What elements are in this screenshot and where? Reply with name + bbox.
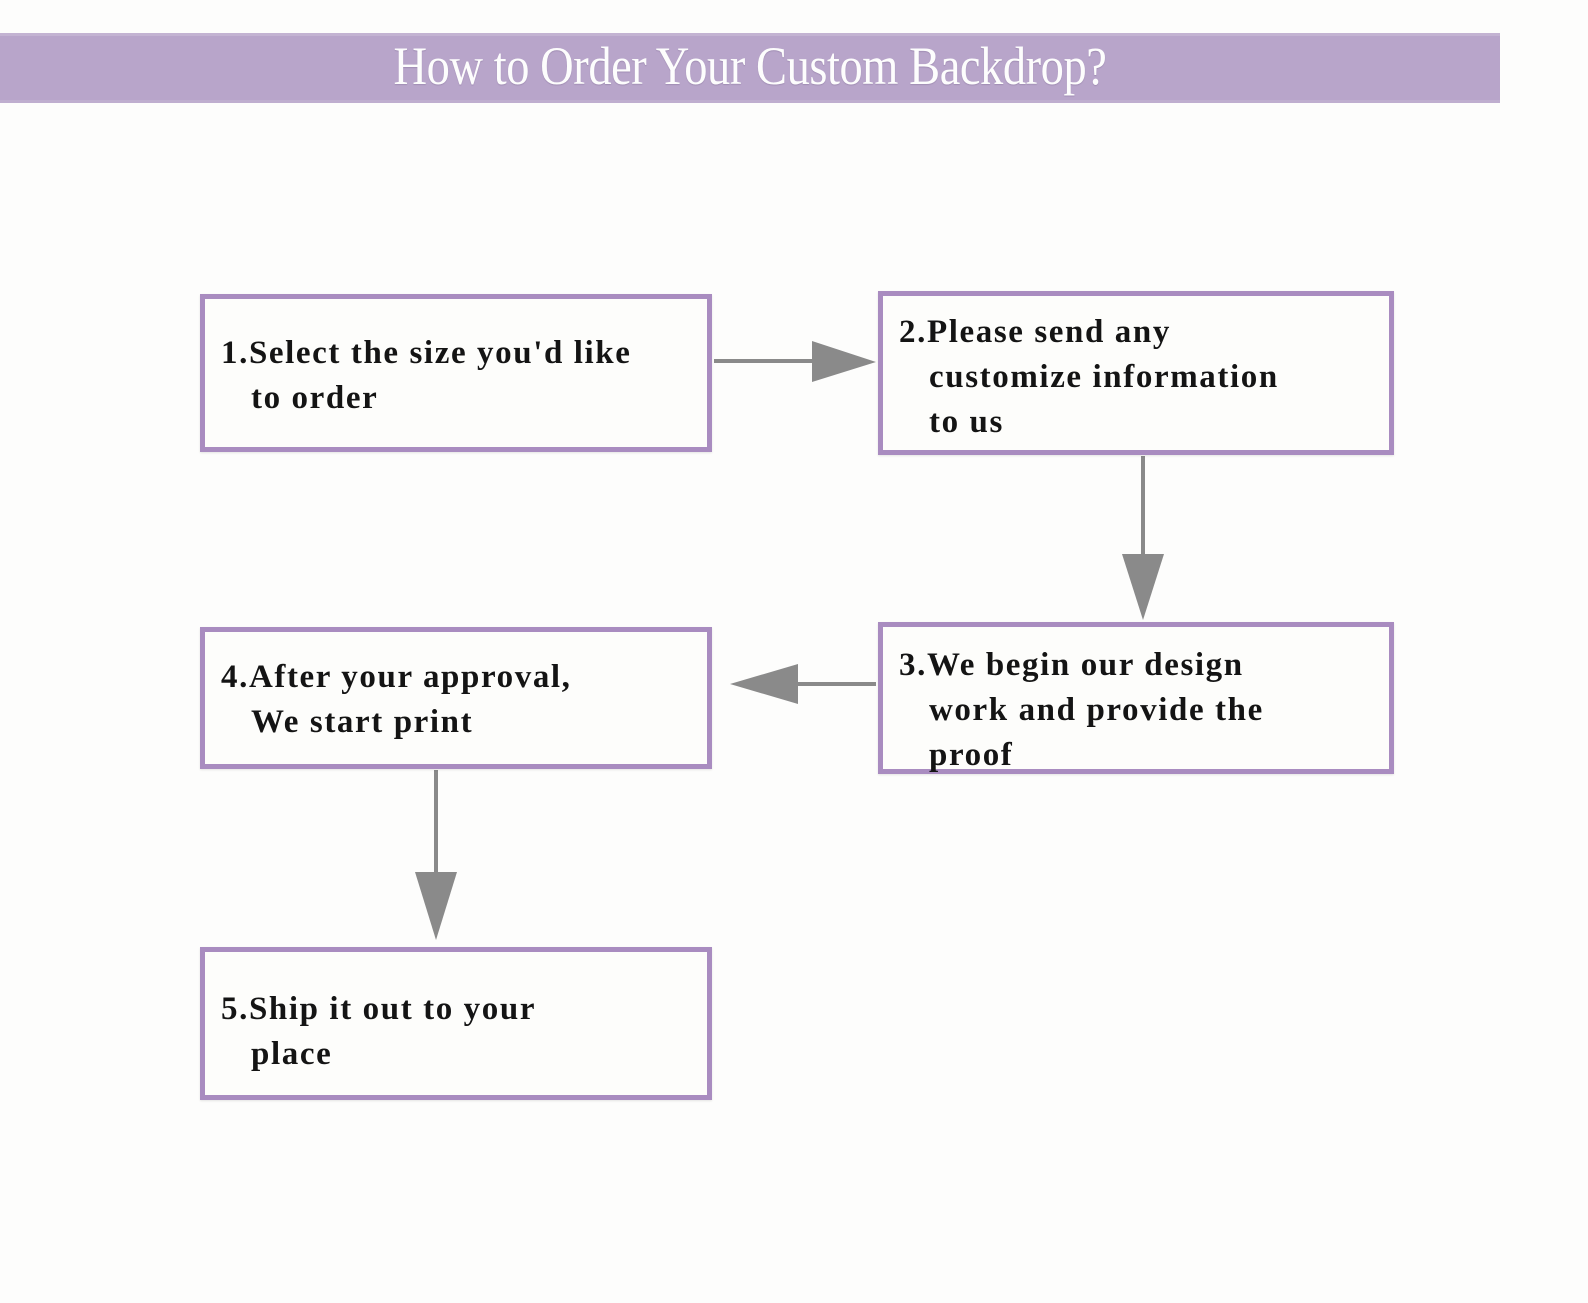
arrow-step3-to-step4 xyxy=(730,664,876,704)
flow-step-5-label: 5.Ship it out to your place xyxy=(221,991,537,1072)
header-banner: How to Order Your Custom Backdrop? xyxy=(0,33,1500,103)
arrow-step2-to-step3 xyxy=(1122,456,1164,620)
flow-step-3-box[interactable]: 3.We begin our design work and provide t… xyxy=(878,622,1394,774)
arrow-step4-to-step5 xyxy=(415,770,457,940)
arrow-step1-to-step2 xyxy=(714,341,876,382)
flow-step-2-label: 2.Please send any customize information … xyxy=(899,314,1279,440)
flow-step-1-label: 1.Select the size you'd like to order xyxy=(221,335,632,416)
flow-step-5-box[interactable]: 5.Ship it out to your place xyxy=(200,947,712,1100)
flow-step-4-box[interactable]: 4.After your approval, We start print xyxy=(200,627,712,769)
flow-step-2-box[interactable]: 2.Please send any customize information … xyxy=(878,291,1394,455)
flow-step-3-label: 3.We begin our design work and provide t… xyxy=(899,647,1264,773)
page-title: How to Order Your Custom Backdrop? xyxy=(393,36,1107,96)
flow-step-4-label: 4.After your approval, We start print xyxy=(221,659,572,740)
flow-step-1-box[interactable]: 1.Select the size you'd like to order xyxy=(200,294,712,452)
